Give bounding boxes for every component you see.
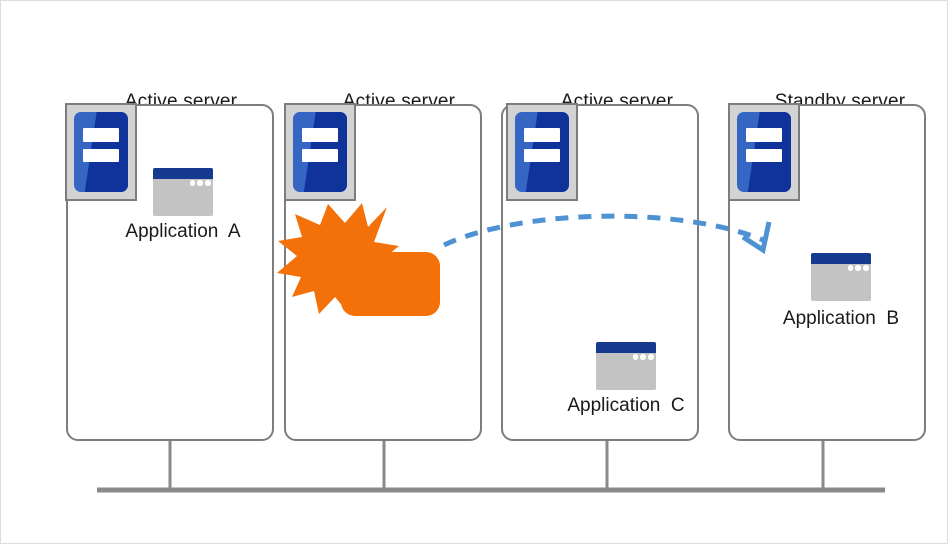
app-dot-b2 (855, 265, 861, 271)
server-chip-bar-4b (745, 148, 783, 163)
server-chip-bar-3b (523, 148, 561, 163)
app-dot-c2 (640, 354, 646, 360)
application-icon-b[interactable] (811, 253, 871, 301)
server-chip-graphic-4 (737, 112, 791, 192)
application-label-b: Application B (782, 308, 900, 329)
app-dot-a1 (189, 180, 195, 186)
server-chip-bar-1a (82, 128, 120, 142)
server-chip-graphic-1 (74, 112, 128, 192)
failure-badge[interactable]: A failure occurs (341, 252, 440, 414)
application-label-c: Application C (567, 395, 685, 416)
app-dot-c1 (632, 354, 638, 360)
network-bus-group (97, 441, 885, 493)
app-dot-a2 (197, 180, 203, 186)
server-hardware-icon-4 (728, 103, 800, 201)
failure-badge-line-1: A failure (356, 318, 425, 339)
server-chip-bar-4a (745, 128, 783, 142)
app-titlebar-b (811, 253, 871, 264)
app-dot-b1 (847, 265, 853, 271)
server-hardware-icon-1 (65, 103, 137, 201)
app-dot-a3 (205, 180, 211, 186)
app-titlebar-a (153, 168, 213, 179)
server-chip-graphic-2 (293, 112, 347, 192)
server-chip-bar-1b (82, 148, 120, 163)
app-dot-b3 (863, 265, 869, 271)
server-hardware-icon-3 (506, 103, 578, 201)
server-chip-graphic-3 (515, 112, 569, 192)
server-chip-bar-3a (523, 128, 561, 142)
application-icon-a[interactable] (153, 168, 213, 216)
failure-badge-line-2: occurs (362, 393, 419, 414)
app-dot-c3 (648, 354, 654, 360)
server-chip-bar-2a (301, 128, 339, 142)
server-chip-bar-2b (301, 148, 339, 163)
application-icon-c[interactable] (596, 342, 656, 390)
server-hardware-icon-2 (284, 103, 356, 201)
app-titlebar-c (596, 342, 656, 353)
application-label-a: Application A (125, 221, 241, 242)
failure-badge-text: A failure occurs (341, 266, 440, 466)
